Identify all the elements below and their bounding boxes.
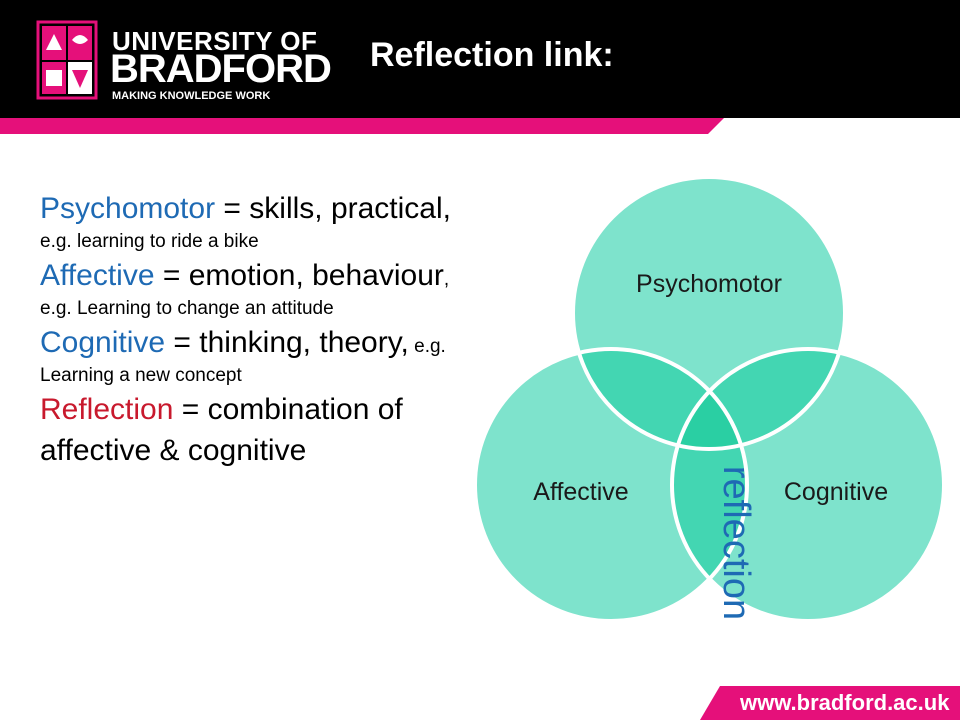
definition-separator: = [173, 393, 208, 426]
term-affective: Affective [40, 259, 155, 292]
definition-main-affective: emotion, behaviour [188, 259, 444, 292]
venn-overlap-top-left [573, 349, 747, 449]
definition-affective: Affective = emotion, behaviour, e.g. Lea… [40, 255, 460, 322]
venn-label-reflection: reflection [715, 466, 757, 620]
definitions-list: Psychomotor = skills, practical, e.g. le… [40, 188, 460, 471]
university-crest-icon [36, 20, 98, 100]
definition-reflection: Reflection = combination of affective & … [40, 389, 460, 471]
definition-separator: = [215, 192, 250, 225]
term-cognitive: Cognitive [40, 326, 166, 359]
logo-text-bradford: BRADFORD [110, 47, 332, 91]
slide-title: Reflection link: [370, 36, 614, 74]
header-bar: UNIVERSITY OF BRADFORD MAKING KNOWLEDGE … [0, 0, 960, 118]
definition-psychomotor: Psychomotor = skills, practical, e.g. le… [40, 188, 460, 255]
definition-separator: = [165, 326, 200, 359]
venn-label-affective: Affective [533, 478, 628, 506]
definition-main-cognitive: thinking, theory, [199, 326, 409, 359]
logo-text-university-of: UNIVERSITY OF [112, 26, 318, 56]
venn-outline-cognitive [670, 347, 946, 623]
university-logo: UNIVERSITY OF BRADFORD MAKING KNOWLEDGE … [36, 20, 336, 102]
venn-label-cognitive: Cognitive [784, 478, 888, 506]
definition-example-cognitive: e.g. Learning a new concept [40, 336, 446, 386]
term-psychomotor: Psychomotor [40, 192, 216, 225]
venn-outline-psychomotor [571, 175, 847, 451]
definition-separator: = [154, 259, 189, 292]
header-accent-band [0, 118, 724, 134]
venn-overlap-top-right [672, 349, 845, 449]
definition-main-psychomotor: skills, practical, [249, 192, 451, 225]
term-reflection: Reflection [40, 393, 174, 426]
venn-label-psychomotor: Psychomotor [636, 270, 782, 298]
venn-outline-affective [473, 347, 749, 623]
logo-tagline: MAKING KNOWLEDGE WORK [112, 90, 271, 102]
definition-main-reflection: combination of affective & cognitive [40, 393, 403, 467]
footer-url-link[interactable]: www.bradford.ac.uk [740, 690, 950, 715]
definition-example-psychomotor: e.g. learning to ride a bike [40, 231, 259, 252]
footer-band [700, 686, 960, 720]
definition-cognitive: Cognitive = thinking, theory, e.g. Learn… [40, 322, 460, 389]
definition-example-affective: , e.g. Learning to change an attitude [40, 269, 450, 319]
venn-diagram: Psychomotor Affective Cognitive reflecti… [473, 175, 946, 623]
